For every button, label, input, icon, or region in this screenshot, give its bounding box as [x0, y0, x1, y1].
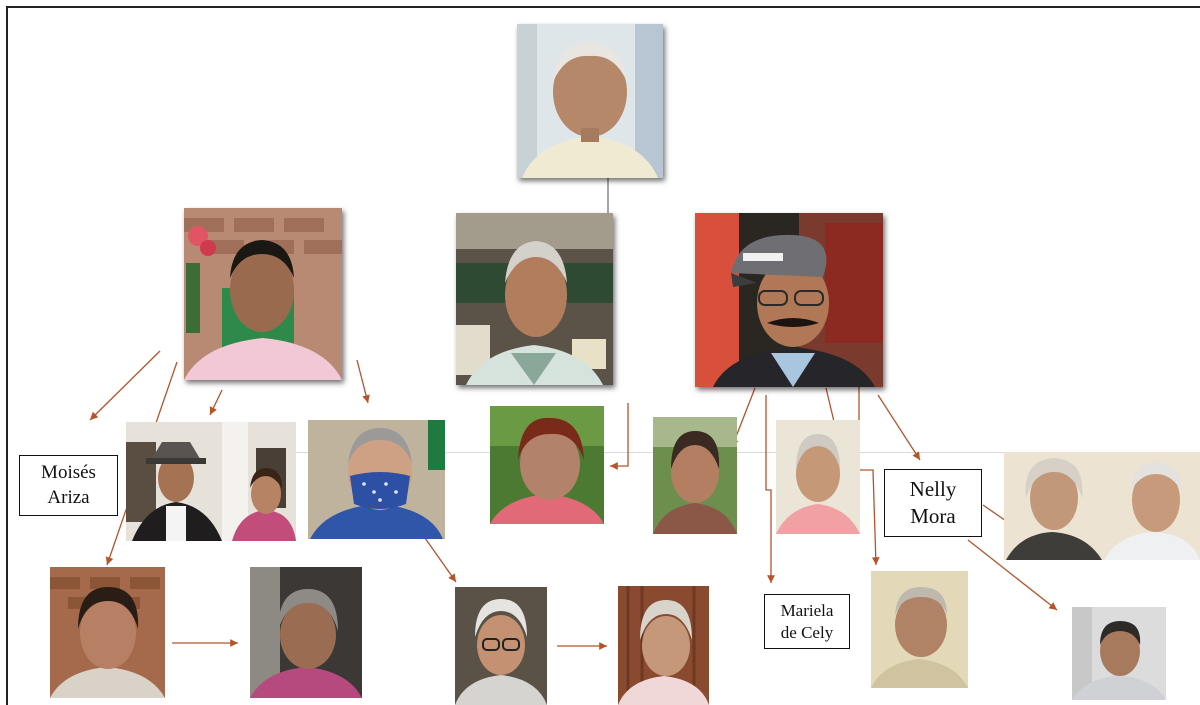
arrow-to-moises [89, 350, 161, 421]
label-moises-line2: Ariza [47, 486, 90, 508]
arrow-to-mariela [765, 395, 775, 583]
label-mariela-de-cely: Mariela de Cely [764, 594, 850, 649]
photo-man-gray-cap [695, 213, 883, 387]
arrow-masked-to-glasses [424, 537, 457, 583]
label-nelly-line2: Mora [910, 504, 956, 528]
photo-elder-woman [618, 586, 709, 705]
photo-woman-dark-hair [653, 417, 737, 534]
label-moises-line1: Moisés [41, 462, 96, 484]
arrow-to-masked-woman [356, 359, 370, 404]
label-mariela-line1: Mariela [780, 600, 834, 620]
photo-elder-couple-right [1004, 452, 1200, 560]
photo-woman-glasses [455, 587, 547, 705]
photo-elder-couple-left [126, 422, 296, 541]
frame-border [6, 6, 1200, 705]
arrow-to-redhead [610, 403, 629, 470]
photo-woman-gray-hair [776, 420, 860, 534]
arrow-nelly-to-man [967, 539, 1058, 611]
photo-man-pink-shirt [184, 208, 342, 380]
divider-line [296, 452, 1200, 453]
photo-woman-short-hair [50, 567, 165, 698]
photo-man-bottom-right [1072, 607, 1166, 700]
photo-woman-pink-top [250, 567, 362, 698]
photo-woman-red-hair [490, 406, 604, 524]
label-nelly-mora: Nelly Mora [884, 469, 982, 537]
arrow-to-man-bottom [858, 376, 880, 566]
arrow-to-couple-left [209, 389, 223, 416]
arrow-to-nelly [877, 394, 921, 461]
label-nelly-line1: Nelly [909, 477, 957, 502]
photo-man-white-hair [456, 213, 613, 385]
label-mariela-line2: de Cely [780, 622, 834, 642]
label-moises-ariza: Moisés Ariza [19, 455, 118, 516]
photo-elder-man-bald [871, 571, 968, 688]
photo-woman-blue-mask [308, 420, 445, 539]
photo-root-elder-man [517, 24, 663, 178]
